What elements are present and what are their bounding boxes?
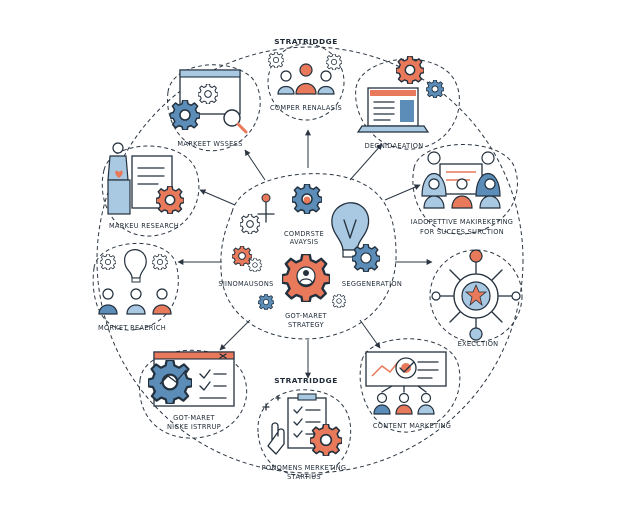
right-lower-label: EXECCTION bbox=[458, 340, 499, 348]
center-analysis-label-2: AVAYSIS bbox=[290, 238, 319, 246]
left-upper-label: MARKEU RESEARCH bbox=[109, 222, 179, 230]
presentation-team-icon bbox=[421, 151, 501, 209]
node-top-left: MARKEET WSSESS bbox=[167, 64, 261, 152]
top-title: STRATRIDDGE bbox=[274, 37, 338, 46]
small-gear-icon bbox=[332, 294, 346, 308]
center-left-label: SIINOMAUSONS bbox=[218, 280, 273, 288]
presenter-icon bbox=[107, 142, 184, 215]
gear-icon bbox=[292, 184, 322, 214]
node-top: STRATRIDDGE COMPER RENALASIS bbox=[267, 37, 345, 121]
center-strategy-label-1: GOT-MARET bbox=[285, 312, 327, 320]
target-network-icon bbox=[431, 249, 521, 341]
browser-gears-icon bbox=[170, 69, 248, 134]
node-bottom: STRATRIDDGE PONOMENS MERKETING STARTIUS bbox=[257, 376, 352, 481]
top-left-label: MARKEET WSSESS bbox=[177, 140, 242, 148]
bottom-label-2: STARTIUS bbox=[287, 473, 321, 481]
top-right-label: DEGNIDAEATION bbox=[365, 142, 424, 150]
node-top-right: DEGNIDAEATION bbox=[355, 56, 460, 150]
target-icon bbox=[352, 244, 380, 272]
top-label: COMPER RENALASIS bbox=[270, 104, 342, 112]
center-right-label: SEGGENERATION bbox=[342, 280, 402, 288]
left-lower-label: MORKET REAERICH bbox=[98, 324, 166, 332]
node-left-lower: MORKET REAERICH bbox=[92, 243, 179, 332]
small-gear-icon bbox=[258, 294, 274, 310]
laptop-dashboard-icon bbox=[356, 56, 444, 133]
center-strategy-label-2: STRATEGY bbox=[288, 321, 325, 329]
team-icon bbox=[268, 52, 342, 95]
node-bottom-left: GOT-MARET NICKE ISTRRUP bbox=[139, 349, 248, 439]
center-analysis-label-1: COMDRSTE bbox=[284, 230, 324, 238]
chart-gear-icon bbox=[148, 351, 235, 407]
center-dashed-outline bbox=[220, 173, 397, 340]
right-upper-label-1: IADOPETTIVE MAKIREKETING bbox=[411, 218, 513, 226]
connector-arrows bbox=[177, 129, 433, 379]
bottom-title: STRATRIDDGE bbox=[274, 376, 338, 385]
bottom-left-label-1: GOT-MARET bbox=[173, 414, 215, 422]
bottom-left-label-2: NICKE ISTRRUP bbox=[167, 423, 221, 431]
bottom-label-1: PONOMENS MERKETING bbox=[262, 464, 347, 472]
node-right-upper: IADOPETTIVE MAKIREKETING FOR SUCCES SURC… bbox=[411, 144, 518, 236]
node-left-upper: MARKEU RESEARCH bbox=[101, 142, 200, 237]
bottom-right-label: CONTENT MARKETING bbox=[373, 422, 451, 430]
node-bottom-right: CONTENT MARKETING bbox=[359, 338, 461, 433]
strategy-gear-icon bbox=[282, 254, 330, 302]
small-gears-icon bbox=[232, 246, 262, 272]
person-gear-icon bbox=[240, 193, 275, 234]
center-hub: COMDRSTE AVAYSIS SIINOMAUSONS SEGGEN bbox=[218, 184, 402, 329]
content-screen-icon bbox=[365, 351, 447, 415]
lightbulb-icon bbox=[331, 202, 370, 258]
checklist-gear-icon bbox=[262, 393, 342, 456]
lightbulb-people-icon bbox=[98, 249, 172, 315]
right-upper-label-2: FOR SUCCES SURCTION bbox=[420, 228, 504, 236]
node-right-lower: EXECCTION bbox=[429, 249, 523, 348]
